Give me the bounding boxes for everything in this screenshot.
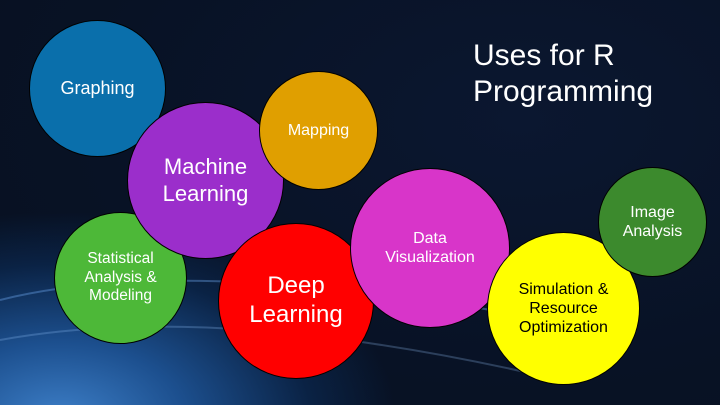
bubble-label: Graphing [60,77,135,98]
bubble-label: Machine Learning [162,154,249,206]
slide-title: Uses for R Programming [473,38,653,110]
bubble-deep-learning: Deep Learning [218,223,374,379]
bubble-label: Simulation & Resource Optimization [518,280,609,337]
bubble-label: Statistical Analysis & Modeling [84,250,157,305]
title-line-2: Programming [473,75,654,108]
bubble-image-analysis: Image Analysis [598,167,707,277]
bubble-label: Image Analysis [622,203,683,240]
bubble-mapping: Mapping [259,71,378,190]
bubble-label: Data Visualization [385,229,475,266]
title-line-1: Uses for R [473,39,615,72]
bubble-data-visualization: Data Visualization [350,168,510,328]
bubble-label: Mapping [287,121,350,139]
bubble-label: Deep Learning [249,272,343,328]
